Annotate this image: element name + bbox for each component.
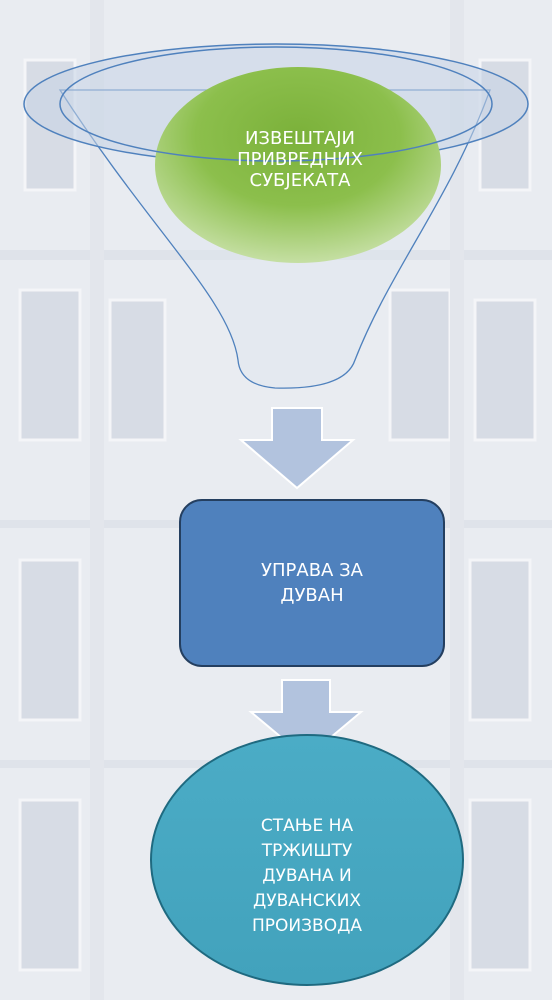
source-label: ИЗВЕШТАЈИ ПРИВРЕДНИХ СУБЈЕКАТА xyxy=(237,128,363,191)
source-circle xyxy=(155,67,441,263)
market-circle xyxy=(150,734,464,986)
down-arrow-1 xyxy=(238,407,356,490)
funnel-rim-inner xyxy=(59,46,493,162)
agency-label: УПРАВА ЗА ДУВАН xyxy=(261,560,363,606)
down-arrow-2 xyxy=(248,679,364,760)
agency-box xyxy=(179,499,445,667)
market-label: СТАЊЕ НА ТРЖИШТУ ДУВАНА И ДУВАНСКИХ ПРОИ… xyxy=(252,816,362,936)
